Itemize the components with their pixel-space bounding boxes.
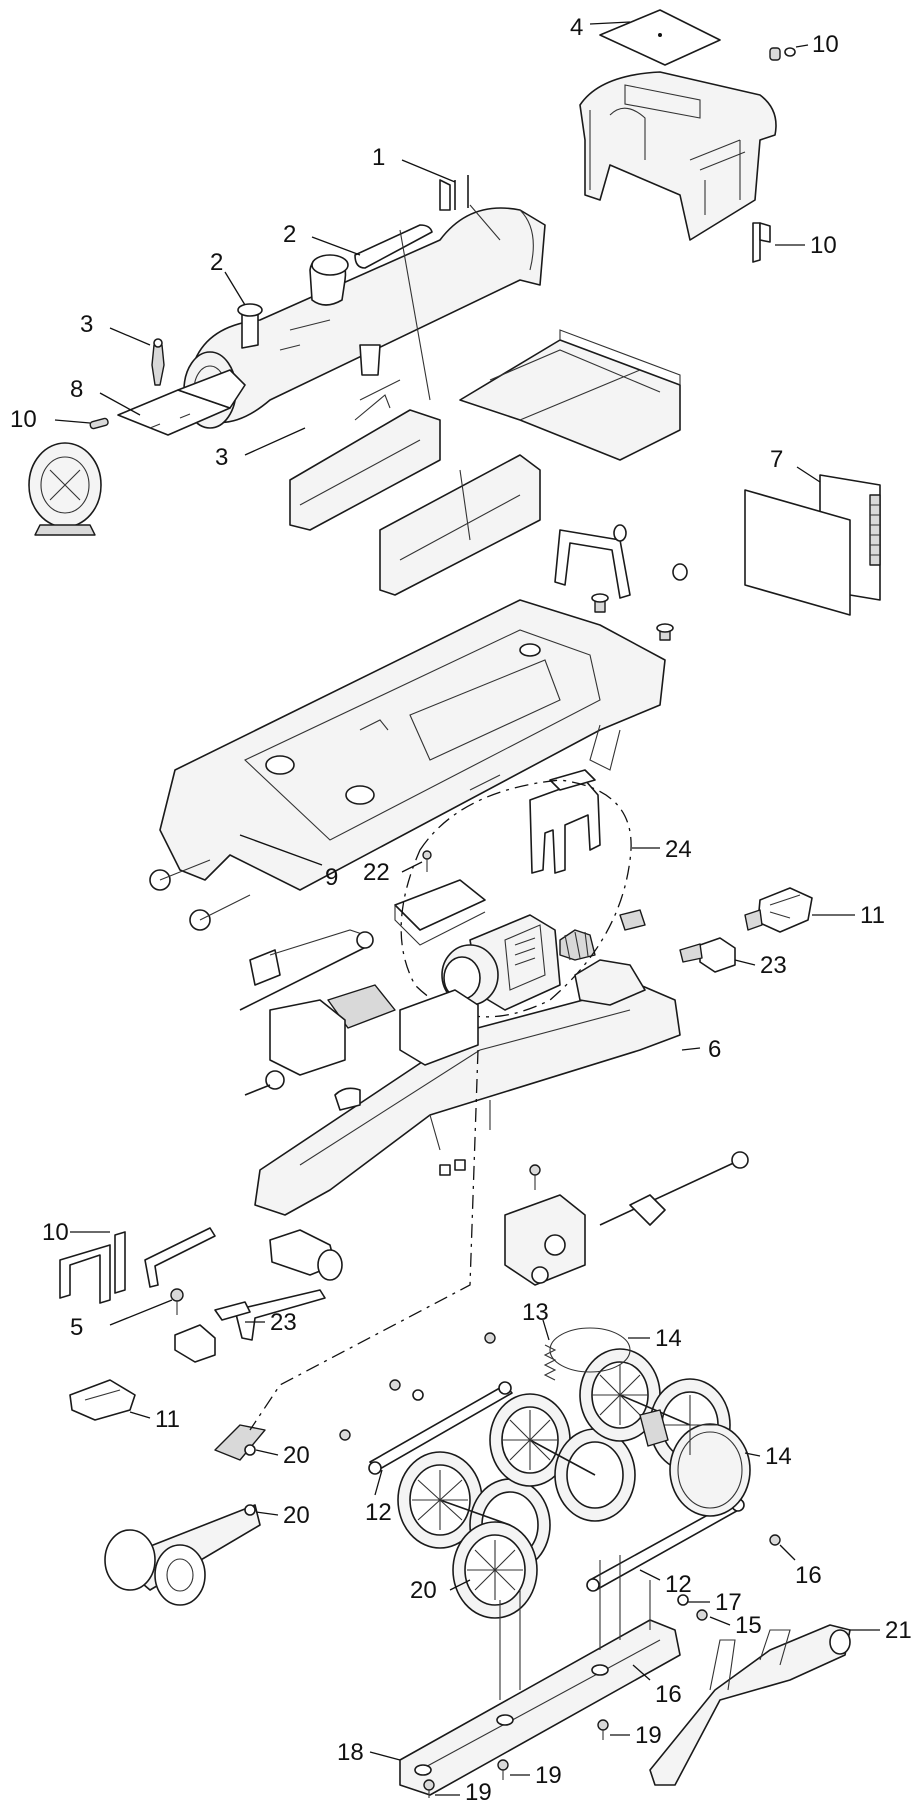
- pickup-block-lower: [174, 1301, 251, 1363]
- callout-16: 16: [655, 1681, 682, 1708]
- assembly-group-outline: [400, 779, 632, 1018]
- assembly-centerline: [249, 1049, 479, 1431]
- traction-tyre-part: [549, 1327, 631, 1373]
- callout-14: 14: [765, 1443, 792, 1470]
- callout-23: 23: [270, 1309, 297, 1336]
- callout-2: 2: [210, 249, 223, 276]
- callout-16: 16: [795, 1562, 822, 1589]
- screw-part-5: [170, 1288, 184, 1315]
- side-tanks-part: [289, 329, 681, 596]
- callout-19: 19: [635, 1722, 662, 1749]
- callout-20: 20: [283, 1502, 310, 1529]
- callout-2: 2: [283, 221, 296, 248]
- smokebox-door-part: [28, 442, 102, 536]
- clip-part-top: [769, 47, 796, 61]
- callout-19: 19: [535, 1762, 562, 1789]
- gearbox-frame-part: [244, 959, 681, 1216]
- callout-labels: 1 2 2 3 3 4 5 6 7 8 9 10 10 10 10 11 11 …: [10, 14, 912, 1800]
- cylinder-block-part: [504, 1164, 586, 1286]
- screw-part-22: [422, 850, 432, 872]
- wire-part: [144, 1227, 326, 1341]
- callout-19: 19: [465, 1779, 492, 1800]
- whistle-part: [151, 338, 165, 386]
- bracket-part-lower: [59, 1231, 126, 1304]
- callout-20: 20: [410, 1577, 437, 1604]
- callout-13: 13: [522, 1299, 549, 1326]
- callout-20: 20: [283, 1442, 310, 1469]
- callout-10: 10: [810, 232, 837, 259]
- callout-17: 17: [715, 1589, 742, 1616]
- callout-3: 3: [215, 444, 228, 471]
- callout-11: 11: [155, 1406, 180, 1433]
- circuit-board-part: [744, 474, 881, 616]
- callout-10: 10: [10, 406, 37, 433]
- callout-15: 15: [735, 1612, 762, 1639]
- chassis-frame-part: [149, 599, 666, 931]
- callout-12: 12: [365, 1499, 392, 1526]
- callout-14: 14: [655, 1325, 682, 1352]
- callout-3: 3: [80, 311, 93, 338]
- rear-truck-part: [649, 1624, 851, 1786]
- callout-18: 18: [337, 1739, 364, 1766]
- callout-9: 9: [325, 864, 338, 891]
- pin-part: [89, 417, 109, 430]
- callout-8: 8: [70, 376, 83, 403]
- footplate-part: [117, 369, 246, 436]
- valve-rod-left: [239, 929, 374, 1011]
- pickup-block-top: [679, 937, 736, 973]
- keeper-plate-part: [399, 1555, 681, 1796]
- bogie-block-part: [269, 1229, 343, 1281]
- coupling-part-lower: [69, 1379, 136, 1421]
- valve-rod-right: [599, 1151, 749, 1226]
- retaining-screws: [423, 1719, 609, 1798]
- callout-21: 21: [885, 1617, 912, 1644]
- callout-1: 1: [372, 144, 385, 171]
- callout-10: 10: [42, 1219, 69, 1246]
- callout-10: 10: [812, 31, 839, 58]
- small-contact-part: [619, 909, 646, 931]
- cab-body-part: [579, 71, 777, 241]
- bracket-part-right: [752, 222, 771, 263]
- callout-23: 23: [760, 952, 787, 979]
- callout-11: 11: [860, 902, 885, 929]
- callout-22: 22: [363, 859, 390, 886]
- driving-wheels-part: [397, 1348, 751, 1619]
- callout-4: 4: [570, 14, 583, 41]
- callout-12: 12: [665, 1571, 692, 1598]
- callout-5: 5: [70, 1314, 83, 1341]
- coupling-rod-left: [368, 1381, 513, 1475]
- pony-truck-part: [104, 1424, 266, 1606]
- callout-24: 24: [665, 836, 692, 863]
- cab-roof-part: [599, 9, 721, 66]
- callout-6: 6: [708, 1036, 721, 1063]
- callout-7: 7: [770, 446, 783, 473]
- coupling-part-top: [744, 887, 813, 933]
- leader-lines: [54, 21, 880, 1796]
- chassis-bracket-part: [554, 524, 688, 641]
- spring-part: [543, 1344, 557, 1381]
